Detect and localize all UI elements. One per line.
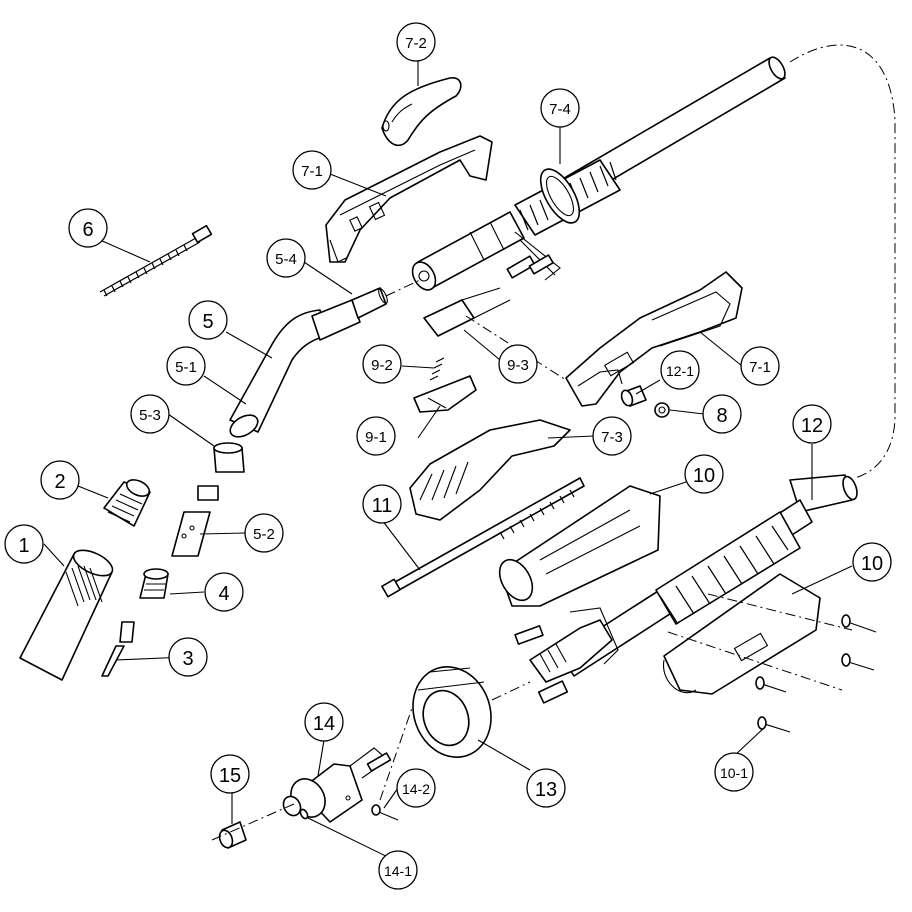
callout-1: 1 [4,524,44,564]
part-1-nozzle [19,549,114,681]
callout-5-3: 5-3 [130,394,170,434]
part-8-nut [654,402,670,418]
svg-text:4: 4 [218,583,229,605]
part-12-1-screw [620,385,647,407]
svg-text:7-1: 7-1 [749,359,771,376]
part-3-contact-tip [101,621,135,677]
svg-text:9-3: 9-3 [507,357,529,374]
svg-text:3: 3 [182,648,193,670]
callout-bubbles: 7-2 7-4 7-1 6 5-4 5 5-1 5-3 [4,22,892,890]
svg-text:2: 2 [54,471,65,493]
part-14-connector [282,747,392,823]
svg-text:5-1: 5-1 [175,359,197,376]
callout-12-1: 12-1 [660,350,700,390]
part-5-neck [229,287,388,438]
callout-12: 12 [792,404,832,444]
callout-4: 4 [204,572,244,612]
part-10-handle-shell-a [498,485,661,607]
callout-5-4: 5-4 [266,238,306,278]
part-5-3-insulator [213,442,245,473]
callout-14-1: 14-1 [378,850,418,890]
svg-text:8: 8 [716,405,727,427]
svg-text:15: 15 [219,765,241,787]
callout-10-upper: 10 [684,454,724,494]
svg-text:7-3: 7-3 [601,429,623,446]
callout-15: 15 [210,754,250,794]
callout-8: 8 [702,394,742,434]
callout-7-2: 7-2 [396,22,436,62]
svg-text:9-1: 9-1 [365,429,387,446]
callout-5-1: 5-1 [166,346,206,386]
rear-connector [514,607,619,704]
part-7-3-cover [409,419,571,521]
svg-text:10: 10 [861,553,883,575]
callout-6: 6 [68,208,108,248]
svg-text:7-2: 7-2 [405,35,427,52]
part-11-liner [381,477,585,598]
callout-7-4: 7-4 [540,88,580,128]
part-14-1-pin [299,808,309,820]
callout-10-lower: 10 [852,542,892,582]
svg-text:6: 6 [82,219,93,241]
handle-body-upper [411,211,561,291]
part-12-cable-spring [559,499,813,677]
assembly-axis-lines [211,279,853,841]
callout-9-3: 9-3 [498,344,538,384]
callout-11: 11 [362,484,402,524]
svg-text:10-1: 10-1 [720,765,748,781]
part-10-handle-shell-b [662,573,821,695]
svg-text:10: 10 [693,465,715,487]
leader-lines [43,60,853,863]
part-7-1-handle-upper [325,135,493,263]
svg-text:5-4: 5-4 [275,251,297,268]
part-5-2-diffuser [171,485,219,557]
svg-text:9-2: 9-2 [371,357,393,374]
callout-10-1: 10-1 [714,752,754,792]
callout-2: 2 [40,460,80,500]
part-10-1-screws [755,614,877,733]
part-14-2-screw [371,804,399,821]
svg-text:12: 12 [801,415,823,437]
callout-5: 5 [188,300,228,340]
part-6-liner [99,224,213,297]
callout-7-3: 7-3 [592,416,632,456]
svg-text:14-2: 14-2 [402,781,430,797]
part-13-locking-nut [412,666,492,758]
svg-text:7-4: 7-4 [549,101,571,118]
part-7-2-clip [381,77,462,147]
part-4-tip-holder [139,568,169,599]
callout-13: 13 [526,768,566,808]
svg-text:5-3: 5-3 [139,407,161,424]
svg-text:11: 11 [372,495,393,517]
callout-7-1-lower: 7-1 [740,346,780,386]
part-7-4-strain-relief [514,159,621,236]
part-2-nozzle-insulator [103,479,151,527]
svg-text:14: 14 [313,713,335,735]
part-7-1-handle-lower [565,271,743,407]
part-15-nut [218,821,247,849]
svg-text:5-2: 5-2 [253,526,275,543]
callout-9-2: 9-2 [362,344,402,384]
callout-14: 14 [304,702,344,742]
part-9-trigger-assembly [413,287,511,413]
callout-3: 3 [168,637,208,677]
svg-text:13: 13 [535,779,557,801]
svg-text:7-1: 7-1 [301,163,323,180]
callout-7-1-upper: 7-1 [292,150,332,190]
svg-text:1: 1 [18,535,29,557]
svg-text:5: 5 [202,311,213,333]
callout-14-2: 14-2 [396,768,436,808]
callout-5-2: 5-2 [244,513,284,553]
callout-9-1: 9-1 [356,416,396,456]
svg-text:14-1: 14-1 [384,863,412,879]
svg-text:12-1: 12-1 [666,363,694,379]
